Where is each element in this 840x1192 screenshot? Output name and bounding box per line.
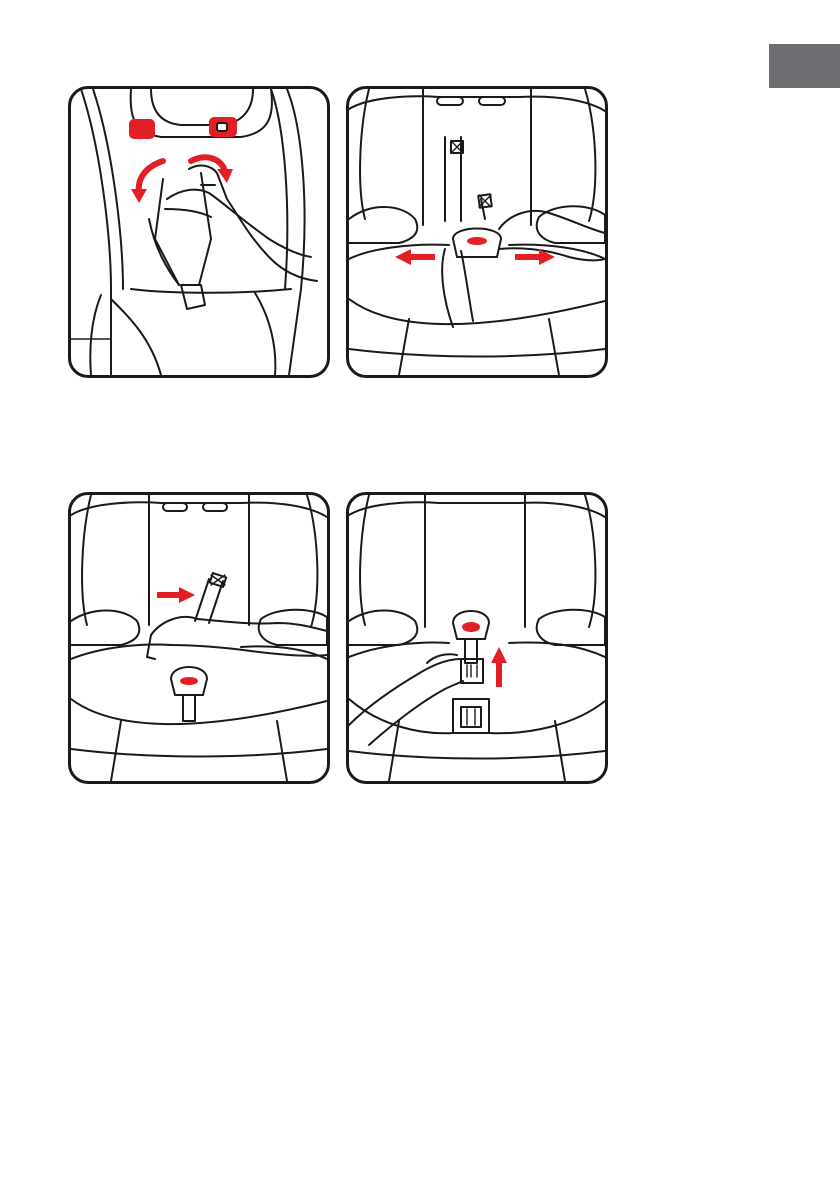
illustration-panel-2 bbox=[346, 86, 608, 378]
shoulder-pad-left bbox=[129, 119, 155, 139]
language-tab bbox=[769, 44, 840, 88]
arrow-up-icon bbox=[491, 647, 507, 687]
illustration-panel-4 bbox=[346, 492, 608, 784]
arrow-left-icon bbox=[395, 249, 435, 265]
car-seat-illustration bbox=[71, 495, 327, 781]
illustration-panel-3 bbox=[68, 492, 330, 784]
car-seat-illustration bbox=[71, 89, 327, 375]
arrow-right-icon bbox=[157, 587, 195, 603]
car-seat-illustration bbox=[349, 89, 605, 375]
illustration-panel-1 bbox=[68, 86, 330, 378]
curved-arrow-right-icon bbox=[191, 157, 225, 171]
car-seat-illustration bbox=[349, 495, 605, 781]
curved-arrow-left-icon bbox=[139, 161, 163, 193]
